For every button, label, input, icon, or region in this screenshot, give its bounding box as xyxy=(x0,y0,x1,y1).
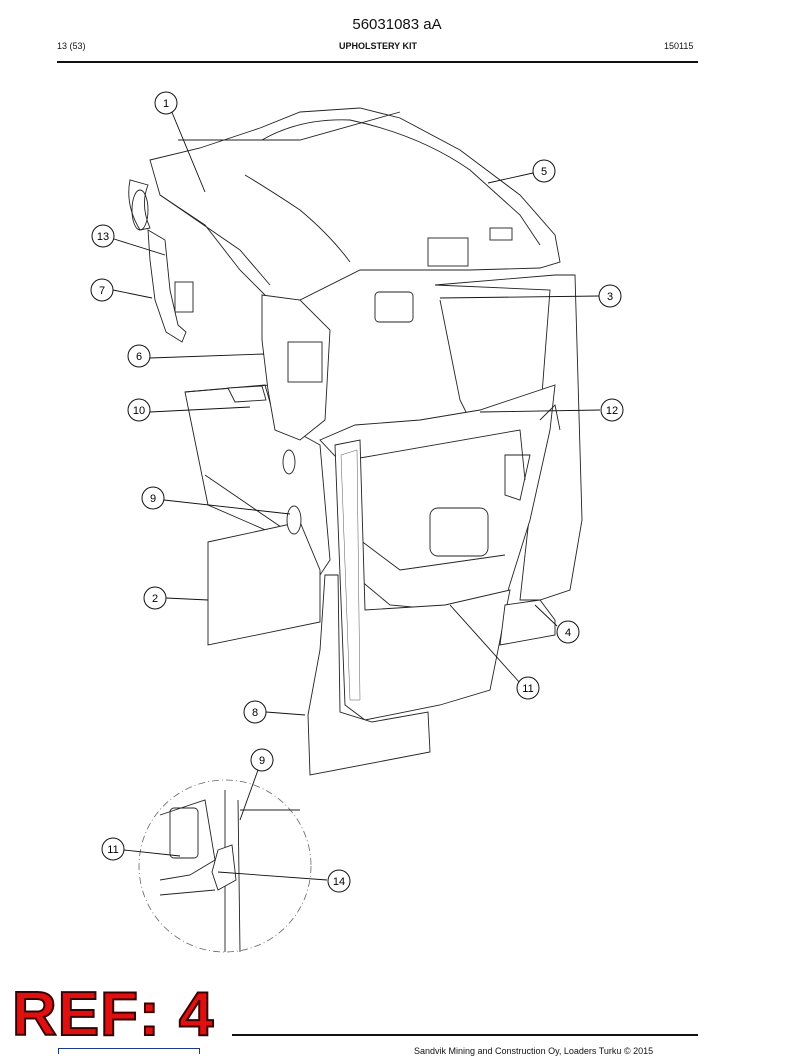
svg-text:10: 10 xyxy=(133,405,145,417)
document-code: 56031083 aA xyxy=(352,16,442,33)
grab-handle xyxy=(286,505,302,535)
callout-4: 4 xyxy=(556,620,580,644)
front-door-panel xyxy=(334,439,511,721)
lower-left-panel xyxy=(207,521,321,646)
date-code: 150115 xyxy=(664,41,694,51)
svg-text:9: 9 xyxy=(150,493,156,505)
svg-text:5: 5 xyxy=(541,166,547,178)
detail-view xyxy=(138,779,312,953)
company-logo xyxy=(58,1048,200,1054)
footer-copyright: Sandvik Mining and Construction Oy, Load… xyxy=(414,1046,654,1056)
side-bracket xyxy=(147,229,194,343)
callout-1: 1 xyxy=(154,91,178,115)
svg-text:7: 7 xyxy=(99,285,105,297)
callout-10: 10 xyxy=(127,398,151,422)
pillar-trim xyxy=(227,294,331,441)
svg-text:13: 13 xyxy=(97,231,109,243)
callout-13: 13 xyxy=(91,224,115,248)
svg-text:3: 3 xyxy=(607,291,613,303)
reference-stamp: REF: 4 xyxy=(11,980,215,1049)
callout-8: 8 xyxy=(243,700,267,724)
svg-text:11: 11 xyxy=(107,844,118,856)
callout-11-detail: 11 xyxy=(101,837,125,861)
svg-text:1: 1 xyxy=(163,98,169,110)
svg-text:2: 2 xyxy=(152,593,158,605)
callout-14: 14 xyxy=(327,869,351,893)
callout-9: 9 xyxy=(141,486,165,510)
svg-text:6: 6 xyxy=(136,351,142,363)
callout-11: 11 xyxy=(516,676,540,700)
svg-text:14: 14 xyxy=(333,876,345,888)
leader-lines xyxy=(112,109,601,881)
footer-rule xyxy=(232,1034,698,1036)
svg-text:4: 4 xyxy=(565,627,571,639)
right-lower-panel xyxy=(499,599,556,646)
svg-text:8: 8 xyxy=(252,707,258,719)
svg-text:9: 9 xyxy=(259,755,265,767)
callout-6: 6 xyxy=(127,344,151,368)
callout-3: 3 xyxy=(598,284,622,308)
page-number: 13 (53) xyxy=(57,41,86,51)
page-title: UPHOLSTERY KIT xyxy=(338,41,417,51)
callout-7: 7 xyxy=(90,278,114,302)
lower-front-panel xyxy=(307,574,431,776)
callout-12: 12 xyxy=(600,398,624,422)
svg-text:11: 11 xyxy=(522,683,533,695)
roof-liner xyxy=(128,107,561,301)
svg-text:12: 12 xyxy=(606,405,618,417)
header-rule xyxy=(57,61,698,63)
callout-2: 2 xyxy=(143,586,167,610)
callout-9-detail: 9 xyxy=(250,748,274,772)
callout-5: 5 xyxy=(532,159,556,183)
